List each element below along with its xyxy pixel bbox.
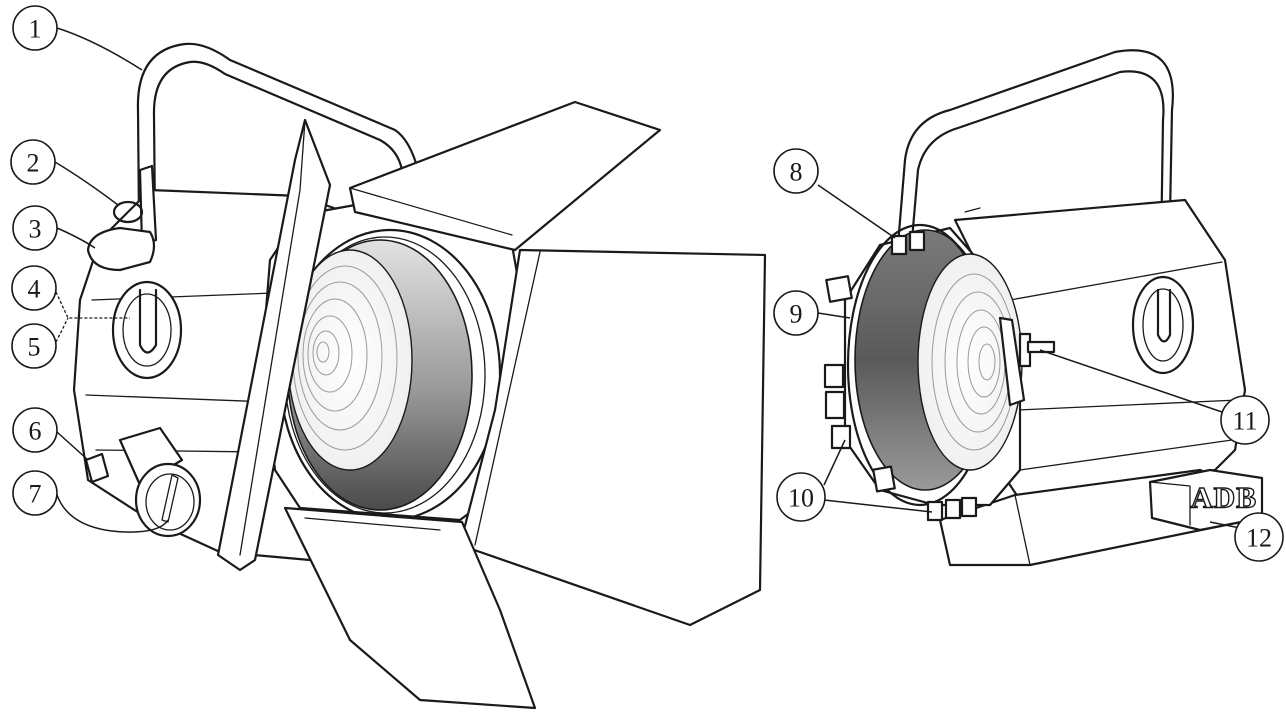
svg-text:8: 8 [790,158,803,187]
callout-3: 3 [12,205,58,251]
svg-text:2: 2 [27,149,40,178]
right-clip-bottom [926,500,944,522]
left-focus-knob [134,462,202,538]
svg-text:1: 1 [29,15,42,44]
left-knob-3 [86,226,156,272]
svg-text:5: 5 [28,333,41,362]
callout-7: 7 [12,470,58,516]
svg-text:11: 11 [1232,407,1257,436]
svg-text:12: 12 [1246,524,1272,553]
callout-4: 4 [11,265,57,311]
right-clip-left-1 [825,275,853,303]
callouts: 1 2 3 4 5 6 7 8 [10,5,1284,562]
callout-8: 8 [773,148,819,194]
left-side-window [111,280,183,380]
leader-lines [54,27,1241,533]
adb-logo-block: ADB [1148,468,1264,532]
callout-6: 6 [12,407,58,453]
left-yoke [136,42,427,332]
right-side-window [1131,275,1195,375]
svg-text:3: 3 [29,215,42,244]
callout-2: 2 [10,139,56,185]
svg-text:10: 10 [788,484,814,513]
left-barndoor-right [458,248,767,627]
callout-11: 11 [1220,395,1270,445]
callout-1: 1 [12,5,58,51]
right-spotlight: ADB [823,49,1264,567]
left-barndoor-bottom [283,506,537,710]
left-lever [138,164,158,246]
svg-text:9: 9 [790,300,803,329]
logo-text: ADB [1191,482,1257,515]
callout-12: 12 [1234,512,1284,562]
left-barndoor-top [348,100,662,252]
svg-text:4: 4 [28,275,41,304]
callout-5: 5 [11,323,57,369]
right-lens-latch [998,316,1026,407]
svg-text:7: 7 [29,480,42,509]
svg-text:6: 6 [29,417,42,446]
callout-9: 9 [773,290,819,336]
right-clip-top [890,234,908,256]
callout-10: 10 [776,472,826,522]
left-spotlight [72,42,767,710]
